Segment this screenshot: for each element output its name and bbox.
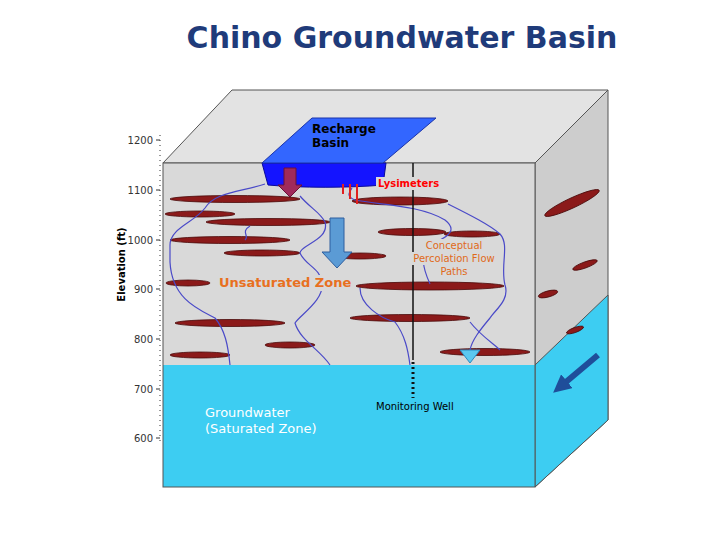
water-table-symbol bbox=[460, 350, 480, 363]
label-patch: Conceptual Percolation Flow Paths bbox=[411, 239, 496, 278]
groundwater-flow-arrow bbox=[560, 355, 598, 387]
axis-tick: 1200 bbox=[113, 134, 153, 147]
clay-lenses bbox=[165, 196, 530, 359]
title: Chino Groundwater Basin bbox=[140, 20, 664, 55]
side-face bbox=[535, 90, 608, 487]
front-outline bbox=[163, 163, 535, 487]
zone-label: Unsaturated Zone bbox=[217, 275, 353, 291]
axis-tick: 700 bbox=[113, 383, 153, 396]
axis-title: Elevation (ft) bbox=[115, 225, 128, 305]
axis-tick: 1100 bbox=[113, 184, 153, 197]
axis-tick: 900 bbox=[113, 283, 153, 296]
lysimeter-symbols bbox=[343, 184, 357, 204]
elevation-axis bbox=[156, 135, 160, 445]
flow-path-label: Conceptual Percolation Flow Paths bbox=[406, 239, 502, 278]
percolation-arrow bbox=[322, 218, 352, 268]
side-clay-lenses bbox=[538, 186, 602, 336]
axis-tick: 800 bbox=[113, 333, 153, 346]
recharge-basin: Recharge Basin bbox=[262, 118, 436, 163]
groundwater-zone: Groundwater (Saturated Zone) bbox=[163, 365, 535, 487]
front-unsaturated bbox=[163, 163, 535, 365]
front-groundwater bbox=[163, 365, 535, 487]
zone-label: Groundwater (Saturated Zone) bbox=[203, 405, 339, 436]
lysimeter-label: Lysimeters bbox=[376, 177, 441, 190]
zone-label: Recharge Basin bbox=[310, 122, 386, 151]
axis-tick: 1000 bbox=[113, 234, 153, 247]
axis-tick: 600 bbox=[113, 432, 153, 445]
well-label: Monitoring Well bbox=[376, 400, 454, 413]
flow-paths bbox=[170, 184, 506, 365]
top-face bbox=[163, 90, 608, 163]
well-screen bbox=[412, 362, 415, 398]
basin-floor bbox=[262, 163, 386, 187]
infiltration-arrow bbox=[278, 168, 302, 197]
side-groundwater bbox=[535, 295, 608, 487]
